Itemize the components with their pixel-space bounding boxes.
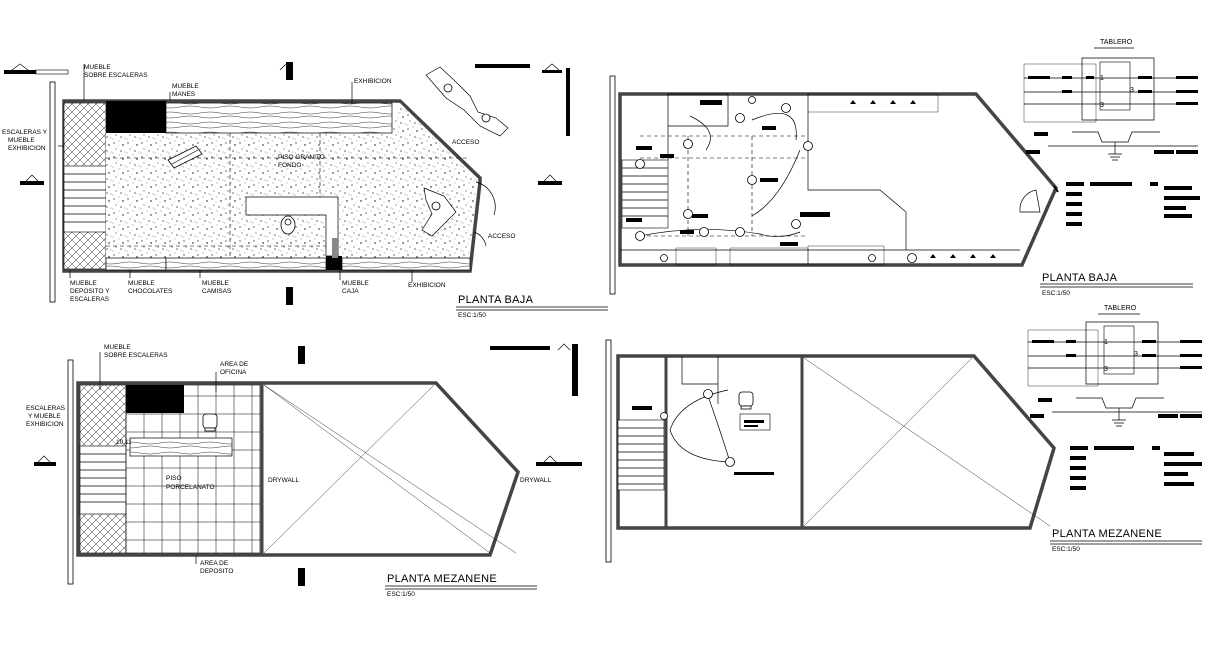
plan-scale: ESC:1/50 [458, 312, 486, 319]
plan-title: PLANTA BAJA [458, 294, 534, 306]
light-fixture-icon [803, 141, 813, 151]
mueble-block [106, 101, 166, 133]
light-fixture-icon [747, 175, 757, 185]
circuit-number: 1 [1104, 339, 1108, 346]
label-acceso-1: ACCESO [452, 139, 479, 146]
circuit-number: 3 [1104, 366, 1108, 373]
light-fixture-icon [907, 253, 917, 263]
light-fixture-icon [635, 231, 645, 241]
chair-icon [738, 391, 754, 410]
section-marker-icon [475, 63, 562, 73]
light-fixture-icon [791, 219, 801, 229]
person-figure-icon [280, 215, 296, 235]
section-marker-icon [20, 174, 562, 185]
person-figure-icon [421, 187, 457, 237]
light-fixture-icon [725, 457, 735, 467]
label-drywall-2: DRYWALL [520, 477, 551, 484]
light-fixture-icon [683, 209, 693, 219]
ground-icon [1108, 142, 1122, 161]
tablero-schematic: TABLERO 1 3 3 [1023, 39, 1198, 161]
light-fixture-icon [735, 113, 745, 123]
stair-icon [79, 445, 127, 515]
stair-icon [621, 159, 669, 229]
plan-scale: ESC:1/50 [387, 591, 415, 598]
plan-scale: ESC:1/50 [1042, 290, 1070, 297]
circuit-number: 1 [1100, 75, 1104, 82]
stair-numbers: 10 11 [116, 439, 132, 446]
tablero-label: TABLERO [1104, 305, 1137, 312]
legend-list [1066, 182, 1200, 226]
tablero-schematic: TABLERO 1 3 3 [1027, 305, 1202, 427]
plan-planta-baja-electrical: TABLERO 1 3 3 [609, 39, 1200, 297]
sofa-icon [167, 145, 203, 169]
light-fixture-icon [735, 227, 745, 237]
mueble-block [126, 385, 184, 413]
tablero-label: TABLERO [1100, 39, 1133, 46]
section-cut-icon [298, 346, 305, 586]
label-drywall-1: DRYWALL [268, 477, 299, 484]
circuit-number: 3 [1130, 87, 1134, 94]
section-cut-icon [566, 68, 570, 136]
plan-planta-mezanene-electrical: TABLERO 1 3 3 [605, 305, 1202, 563]
light-fixture-icon [699, 227, 709, 237]
label-acceso-2: ACCESO [488, 233, 515, 240]
circuit-number: 3 [1100, 102, 1104, 109]
section-marker-icon [34, 455, 582, 466]
legend-list [1070, 446, 1202, 490]
plan-title: PLANTA BAJA [1042, 272, 1118, 284]
section-cut-icon [279, 62, 293, 305]
light-fixture-icon [781, 103, 791, 113]
section-marker-icon [4, 63, 69, 75]
plan-scale: ESC:1/50 [1052, 546, 1080, 553]
plan-title: PLANTA MEZANENE [1052, 528, 1162, 540]
stair-icon [63, 165, 107, 233]
light-fixture-icon [683, 139, 693, 149]
light-fixture-icon [703, 389, 713, 399]
section-marker-icon [490, 343, 578, 396]
stair-icon [617, 419, 665, 491]
door-swing [475, 181, 496, 216]
door-swing [1019, 189, 1041, 213]
ground-icon [1112, 408, 1126, 427]
label-exhibicion-top: EXHIBICION [354, 78, 392, 85]
circuit-number: 3 [1134, 351, 1138, 358]
desk [129, 437, 233, 457]
plan-title: PLANTA MEZANENE [387, 573, 497, 585]
person-figure-icon [425, 66, 509, 137]
chair-icon [202, 413, 218, 432]
light-fixture-icon [635, 159, 645, 169]
label-exhibicion-bottom: EXHIBICION [408, 282, 446, 289]
